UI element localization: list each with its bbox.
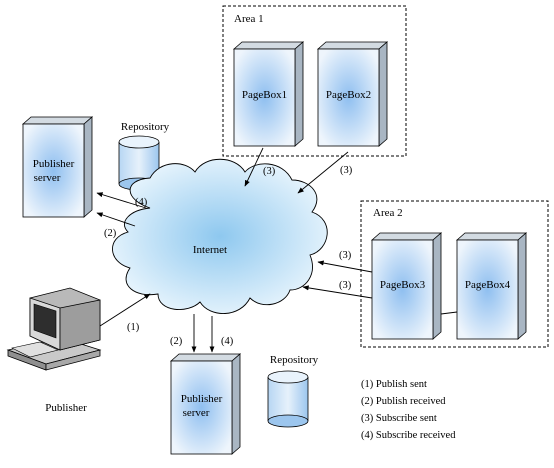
area-2-label: Area 2 xyxy=(373,207,403,219)
publisher-server-top-label-line1: Publisher xyxy=(33,158,75,170)
arrow-publisher-to-internet xyxy=(99,293,151,327)
arrow-label-publisher-bottom-4: (4) xyxy=(221,336,234,347)
pagebox4-label: PageBox4 xyxy=(465,279,511,291)
area-2-group: Area 2 xyxy=(360,200,549,348)
arrow-pagebox2-to-internet xyxy=(297,151,349,194)
legend-item-3: (3) Subscribe sent xyxy=(361,413,437,424)
internet-label: Internet xyxy=(193,244,227,256)
pagebox3-server: PageBox3 xyxy=(370,232,443,340)
repository-bottom-label: Repository xyxy=(270,354,319,366)
repository-bottom: Repository xyxy=(267,354,319,428)
arrow-pagebox1-to-internet xyxy=(244,147,264,187)
connection-arrows xyxy=(96,147,458,353)
legend-item-4: (4) Subscribe received xyxy=(361,430,456,441)
arrow-label-pagebox1: (3) xyxy=(263,166,276,177)
arrow-label-pagebox3-upper: (3) xyxy=(339,250,352,261)
pagebox1-label: PageBox1 xyxy=(242,89,287,101)
arrow-label-pagebox3-lower: (3) xyxy=(339,280,352,291)
publisher-server-bottom-label-line2: server xyxy=(183,407,210,419)
arrow-label-publisher-top-out: (2) xyxy=(104,228,117,239)
pagebox3-label: PageBox3 xyxy=(380,279,426,291)
arrow-label-publisher: (1) xyxy=(127,322,140,333)
legend-item-1: (1) Publish sent xyxy=(361,379,427,390)
pagebox1-server: PageBox1 xyxy=(232,41,305,147)
arrow-label-publisher-bottom-2: (2) xyxy=(170,336,183,347)
legend-item-2: (2) Publish received xyxy=(361,396,446,407)
legend: (1) Publish sent (2) Publish received (3… xyxy=(361,379,456,441)
publisher-server-top-label-line2: server xyxy=(34,172,61,184)
publisher-server-bottom: Publisher server xyxy=(169,353,242,455)
publisher-computer-icon: Publisher xyxy=(6,287,102,414)
arrow-label-publisher-top-in: (4) xyxy=(135,197,148,208)
arrow-pagebox3-to-internet-lower xyxy=(302,285,373,299)
arrow-pagebox3-to-internet-upper xyxy=(317,260,373,273)
repository-top-label: Repository xyxy=(121,121,170,133)
pagebox4-server: PageBox4 xyxy=(455,232,528,340)
arrow-internet-to-publisher-top-4 xyxy=(96,192,147,209)
arrow-internet-to-publisher-top-2 xyxy=(96,212,136,227)
publisher-server-top: Publisher server xyxy=(21,116,94,218)
pagebox2-server: PageBox2 xyxy=(316,41,389,147)
pagebox2-label: PageBox2 xyxy=(326,89,371,101)
publisher-server-bottom-label-line1: Publisher xyxy=(181,393,223,405)
internet-cloud: Internet xyxy=(112,158,328,314)
area-2-boundary xyxy=(360,200,549,348)
area-1-group: Area 1 xyxy=(222,5,407,157)
area-1-label: Area 1 xyxy=(234,13,264,25)
area-1-boundary xyxy=(222,5,407,157)
publisher-label: Publisher xyxy=(45,402,87,414)
arrow-label-pagebox2: (3) xyxy=(340,165,353,176)
arrow-labels: (3) (3) (3) (3) (4) (2) (1) (2) (4) xyxy=(104,165,353,347)
arrow-pagebox4-link xyxy=(440,311,458,315)
